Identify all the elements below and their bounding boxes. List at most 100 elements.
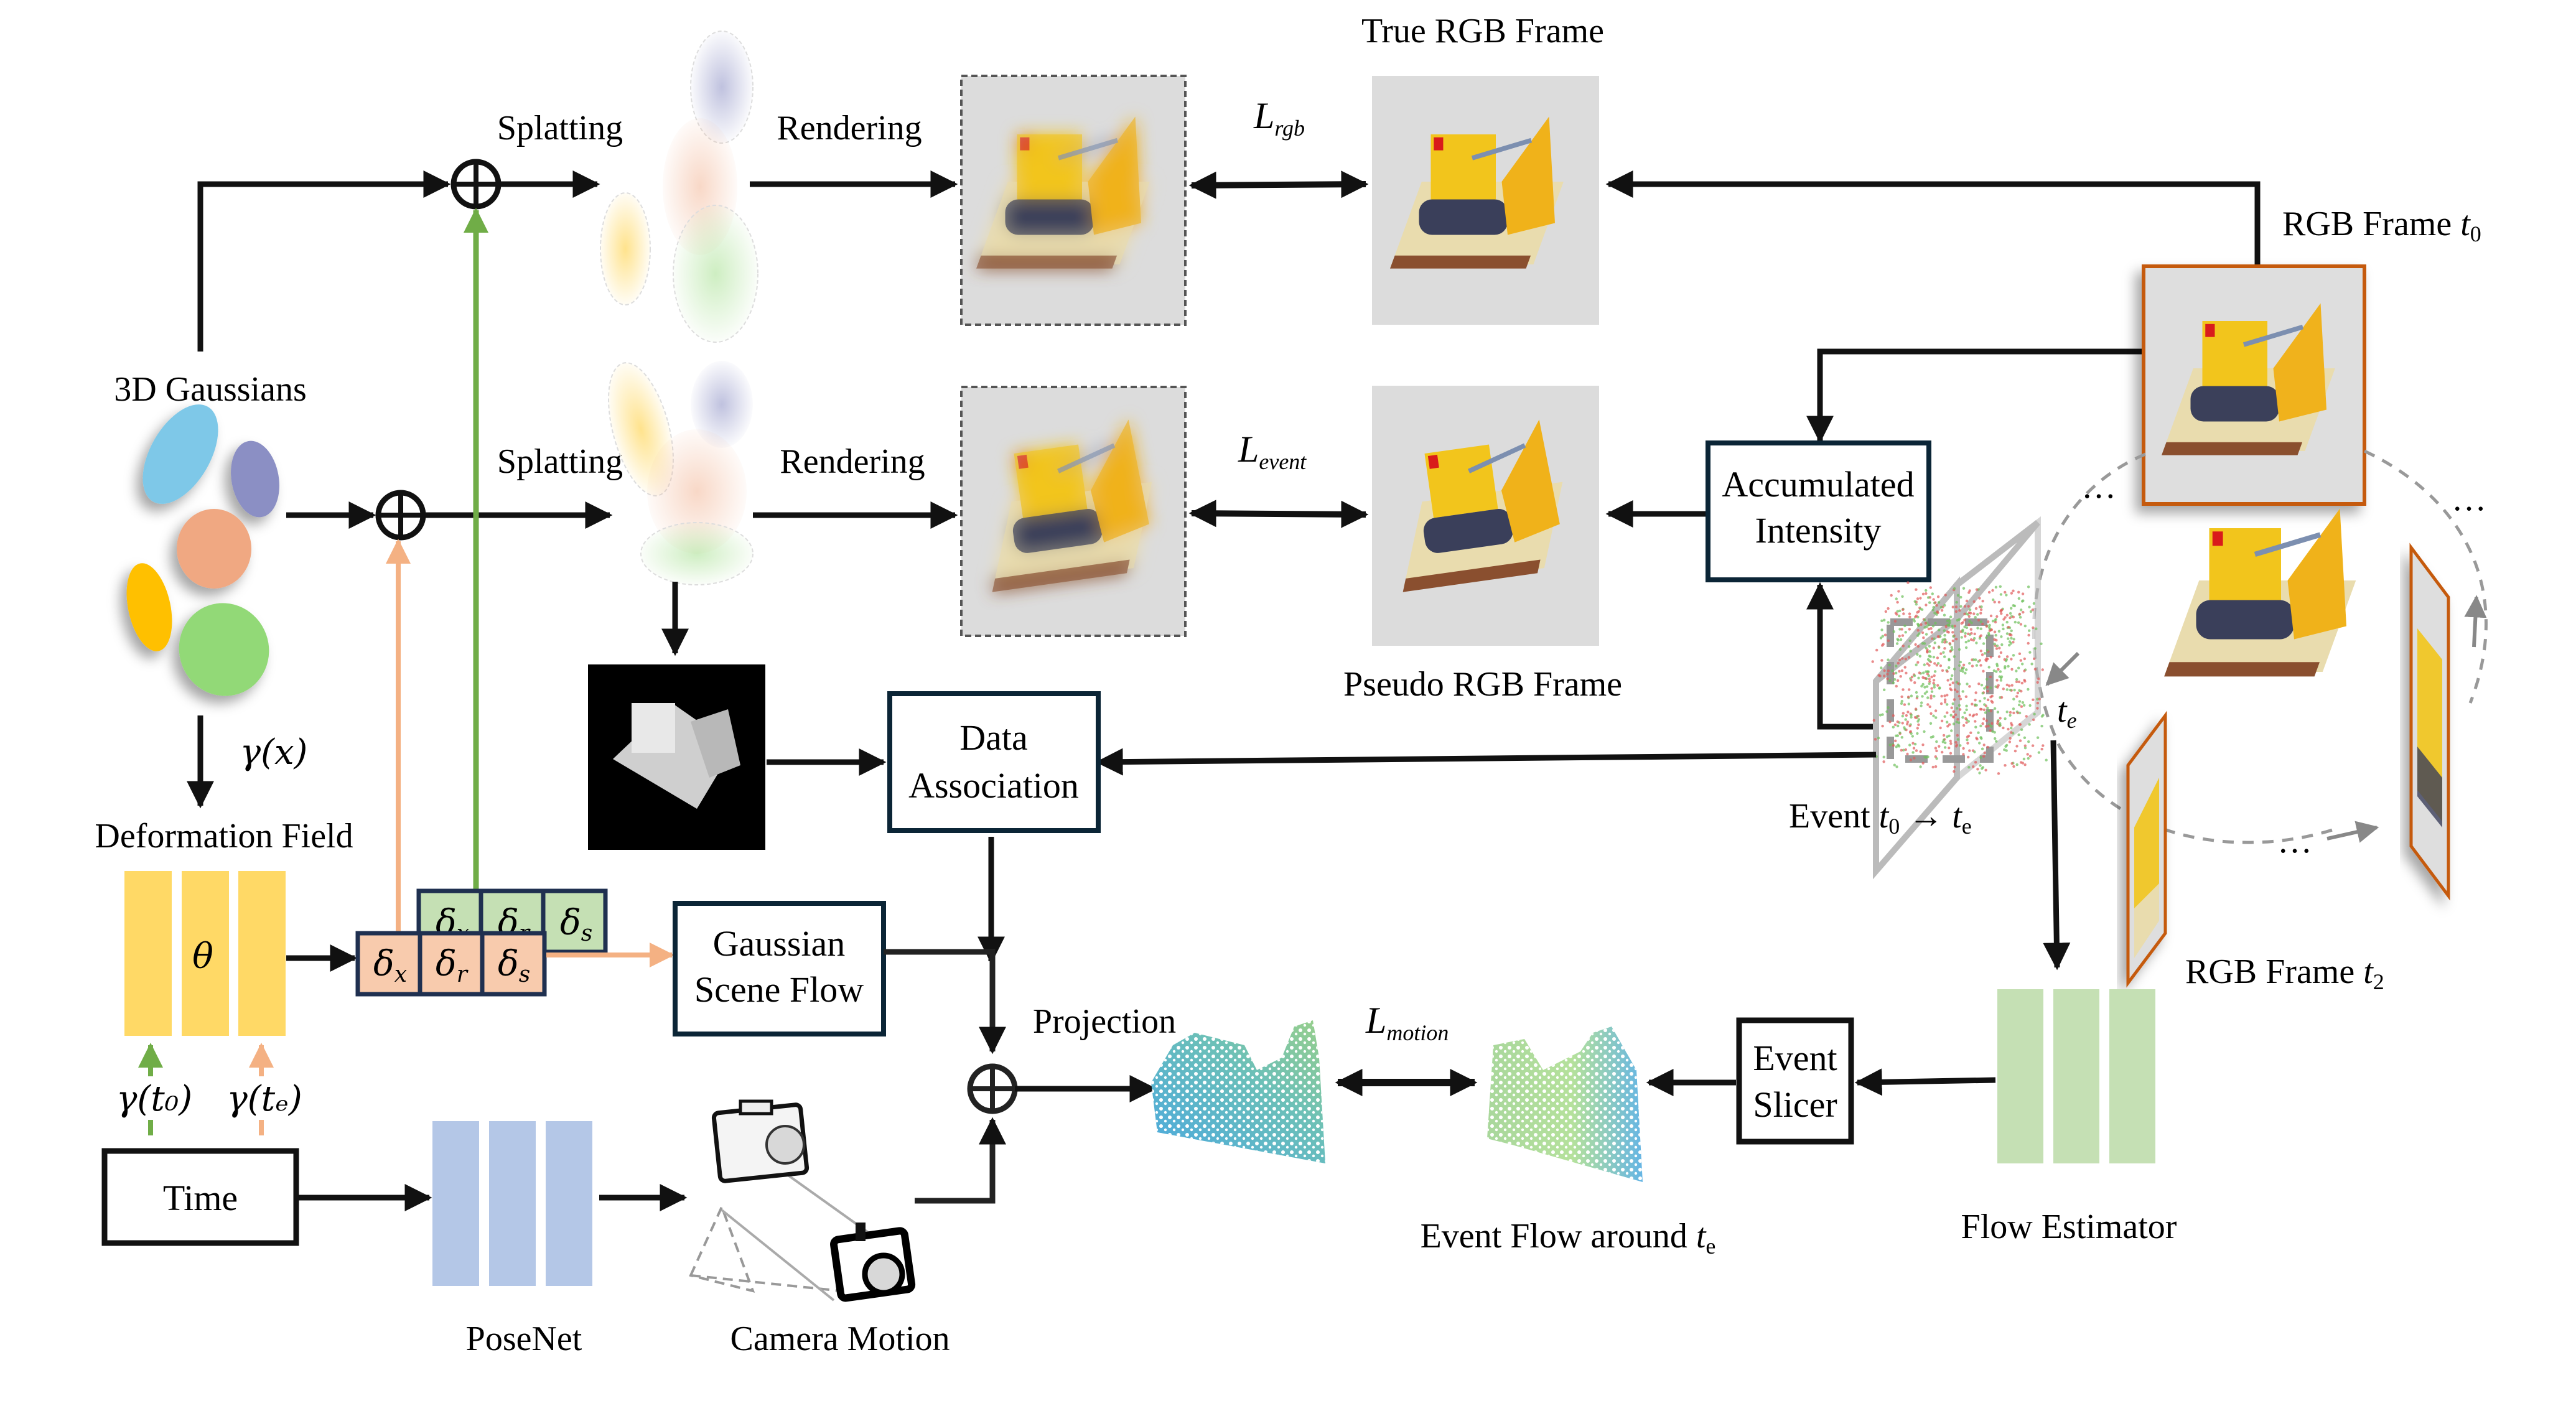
event-point xyxy=(1943,629,1946,632)
event-point xyxy=(2028,704,2032,707)
event-point xyxy=(1974,761,1977,764)
event-point xyxy=(1989,686,1992,689)
event-point xyxy=(1958,609,1961,612)
event-point xyxy=(1934,765,1938,768)
event-point xyxy=(2017,666,2020,669)
event-point xyxy=(2012,615,2015,618)
event-point xyxy=(1993,707,1997,710)
event-point xyxy=(1999,593,2003,596)
event-point xyxy=(1900,628,1903,631)
event-point xyxy=(1986,649,1989,652)
event-point xyxy=(2020,600,2024,603)
event-point xyxy=(1901,714,1904,718)
event-point xyxy=(1920,704,1923,707)
event-point xyxy=(1967,639,1971,643)
orbit-path-left xyxy=(2032,452,2340,844)
event-point xyxy=(1940,694,1943,698)
event-point xyxy=(1923,730,1926,734)
event-volume-cube-icon xyxy=(1871,516,2048,880)
svg-text:Gaussian: Gaussian xyxy=(713,923,846,964)
event-point xyxy=(1978,771,1981,775)
event-point xyxy=(1964,640,1967,644)
rendered-image-mid xyxy=(960,386,1187,637)
gaussian-orange xyxy=(177,509,251,589)
event-point xyxy=(1958,694,1961,698)
event-point xyxy=(2008,643,2011,647)
event-point xyxy=(1916,597,1920,600)
svg-text:Time: Time xyxy=(163,1178,238,1218)
event-point xyxy=(1973,750,1976,753)
event-point xyxy=(1975,588,1979,591)
event-point xyxy=(1971,702,1974,706)
event-point xyxy=(2018,700,2022,703)
event-point xyxy=(2032,718,2035,722)
event-point xyxy=(2004,717,2007,720)
event-point xyxy=(1946,725,1949,728)
event-point xyxy=(2010,731,2013,734)
event-point xyxy=(1900,699,1903,703)
event-point xyxy=(1901,722,1904,725)
event-point xyxy=(1953,625,1956,628)
event-point xyxy=(1936,635,1940,638)
event-point xyxy=(1895,664,1898,668)
event-point xyxy=(1925,633,1928,636)
event-point xyxy=(1938,745,1941,748)
event-point xyxy=(1883,688,1886,692)
event-point xyxy=(1943,746,1947,749)
event-point xyxy=(1977,618,1981,622)
event-point xyxy=(1994,633,1997,637)
event-point xyxy=(1910,715,1913,719)
event-point xyxy=(1976,768,1979,771)
orbit-arrow-right xyxy=(2464,595,2487,648)
event-point xyxy=(1957,682,1960,685)
event-point xyxy=(1932,681,1935,685)
deformation-field-label: Deformation Field xyxy=(95,817,353,855)
event-point xyxy=(1983,751,1986,755)
event-point xyxy=(2027,633,2030,637)
event-point xyxy=(2007,664,2010,668)
event-point xyxy=(2019,659,2022,662)
event-point xyxy=(1921,743,1925,747)
event-point xyxy=(1917,723,1920,727)
event-point xyxy=(1943,698,1947,701)
event-point xyxy=(2005,683,2009,687)
event-point xyxy=(1951,702,1954,706)
event-point xyxy=(1911,751,1915,754)
event-point xyxy=(1929,722,1933,725)
orbit-center-lego-image xyxy=(2164,509,2356,677)
event-point xyxy=(2028,723,2031,726)
event-point xyxy=(2015,680,2018,684)
event-point xyxy=(1983,703,1986,706)
event-point xyxy=(2007,625,2010,629)
event-point xyxy=(2036,697,2039,701)
event-point xyxy=(1925,603,1928,607)
event-point xyxy=(1926,703,1930,706)
event-point xyxy=(1907,645,1911,648)
event-point xyxy=(1930,687,1933,690)
event-point xyxy=(1931,765,1934,769)
accumulated-intensity-box: Accumulated Intensity xyxy=(1706,440,1931,582)
event-point xyxy=(1979,650,1982,653)
event-point xyxy=(1887,658,1890,661)
event-point xyxy=(1975,713,1978,716)
event-point xyxy=(2015,745,2018,748)
event-point xyxy=(1893,678,1897,681)
arrow-event-to-accumulated xyxy=(1806,582,1892,730)
event-point xyxy=(1907,656,1911,659)
event-point xyxy=(1943,655,1946,658)
event-point xyxy=(1896,638,1899,641)
event-point xyxy=(1908,639,1911,643)
event-point xyxy=(1994,737,1997,740)
event-point xyxy=(1900,748,1903,752)
event-point xyxy=(2009,710,2012,714)
event-point xyxy=(2021,592,2025,595)
event-point xyxy=(2022,610,2025,614)
event-point xyxy=(1956,594,1960,597)
event-point xyxy=(1987,709,1990,712)
svg-text:Intensity: Intensity xyxy=(1755,510,1882,551)
event-point xyxy=(1994,585,1998,589)
event-point xyxy=(2036,701,2040,705)
event-point xyxy=(1895,642,1899,645)
event-point xyxy=(1953,770,1956,773)
event-point xyxy=(1904,718,1907,721)
